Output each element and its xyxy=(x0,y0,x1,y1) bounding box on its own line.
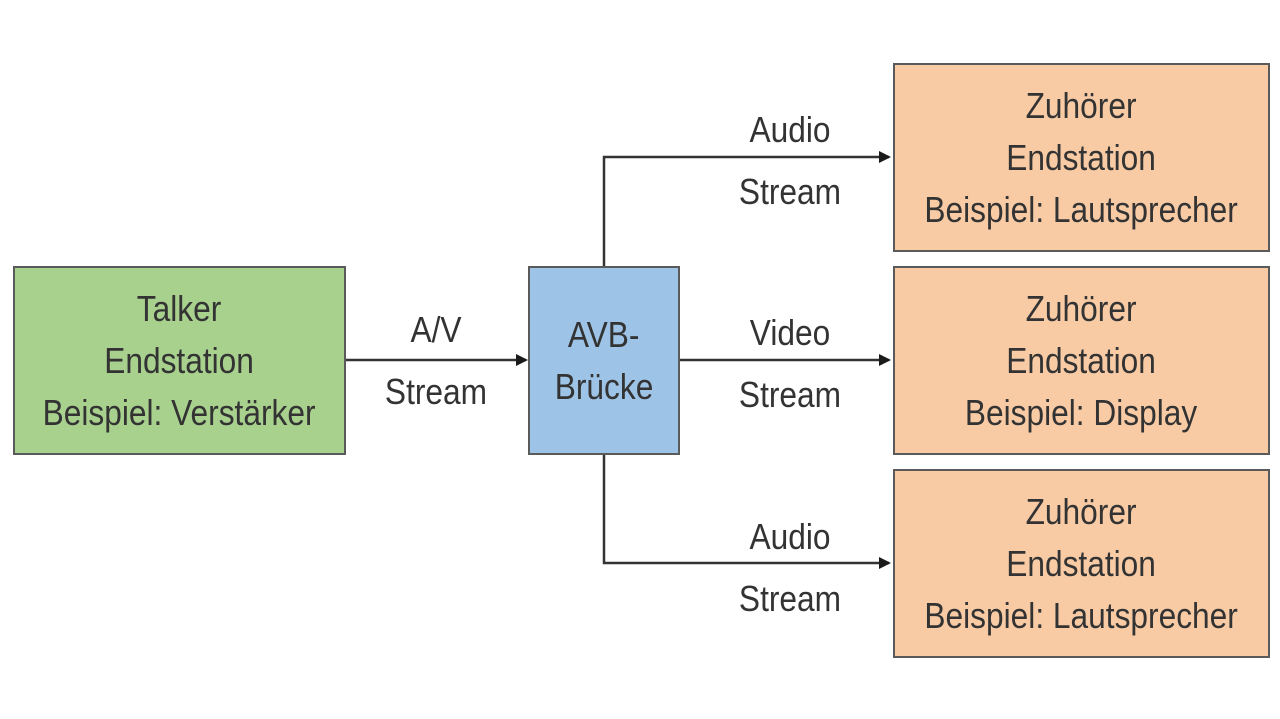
audio-stream-bottom-label: Audio Stream xyxy=(738,516,842,619)
listener-endstation-box-speaker-2: Zuhörer Endstation Beispiel: Lautspreche… xyxy=(893,469,1270,658)
av-stream-label: A/V Stream xyxy=(384,309,488,412)
talker-endstation-box: Talker Endstation Beispiel: Verstärker xyxy=(13,266,346,455)
bridge-title-line2: Brücke xyxy=(554,365,654,407)
listener-title: Zuhörer xyxy=(1026,490,1137,532)
talker-type: Endstation xyxy=(104,339,255,381)
listener-example: Beispiel: Display xyxy=(965,391,1198,433)
listener-title: Zuhörer xyxy=(1026,287,1137,329)
talker-title: Talker xyxy=(137,287,222,329)
listener-type: Endstation xyxy=(1006,339,1157,381)
avb-bridge-box: AVB- Brücke xyxy=(528,266,680,455)
talker-example: Beispiel: Verstärker xyxy=(43,391,316,433)
listener-example: Beispiel: Lautsprecher xyxy=(924,188,1239,230)
listener-example: Beispiel: Lautsprecher xyxy=(924,594,1239,636)
listener-type: Endstation xyxy=(1006,542,1157,584)
listener-endstation-box-display: Zuhörer Endstation Beispiel: Display xyxy=(893,266,1270,455)
audio-stream-top-arrow xyxy=(602,151,891,266)
video-stream-label: Video Stream xyxy=(738,312,842,415)
bridge-title-line1: AVB- xyxy=(568,313,640,355)
listener-endstation-box-speaker-1: Zuhörer Endstation Beispiel: Lautspreche… xyxy=(893,63,1270,252)
audio-stream-top-label: Audio Stream xyxy=(738,109,842,212)
listener-title: Zuhörer xyxy=(1026,84,1137,126)
listener-type: Endstation xyxy=(1006,136,1157,178)
audio-stream-bottom-arrow xyxy=(602,455,891,569)
